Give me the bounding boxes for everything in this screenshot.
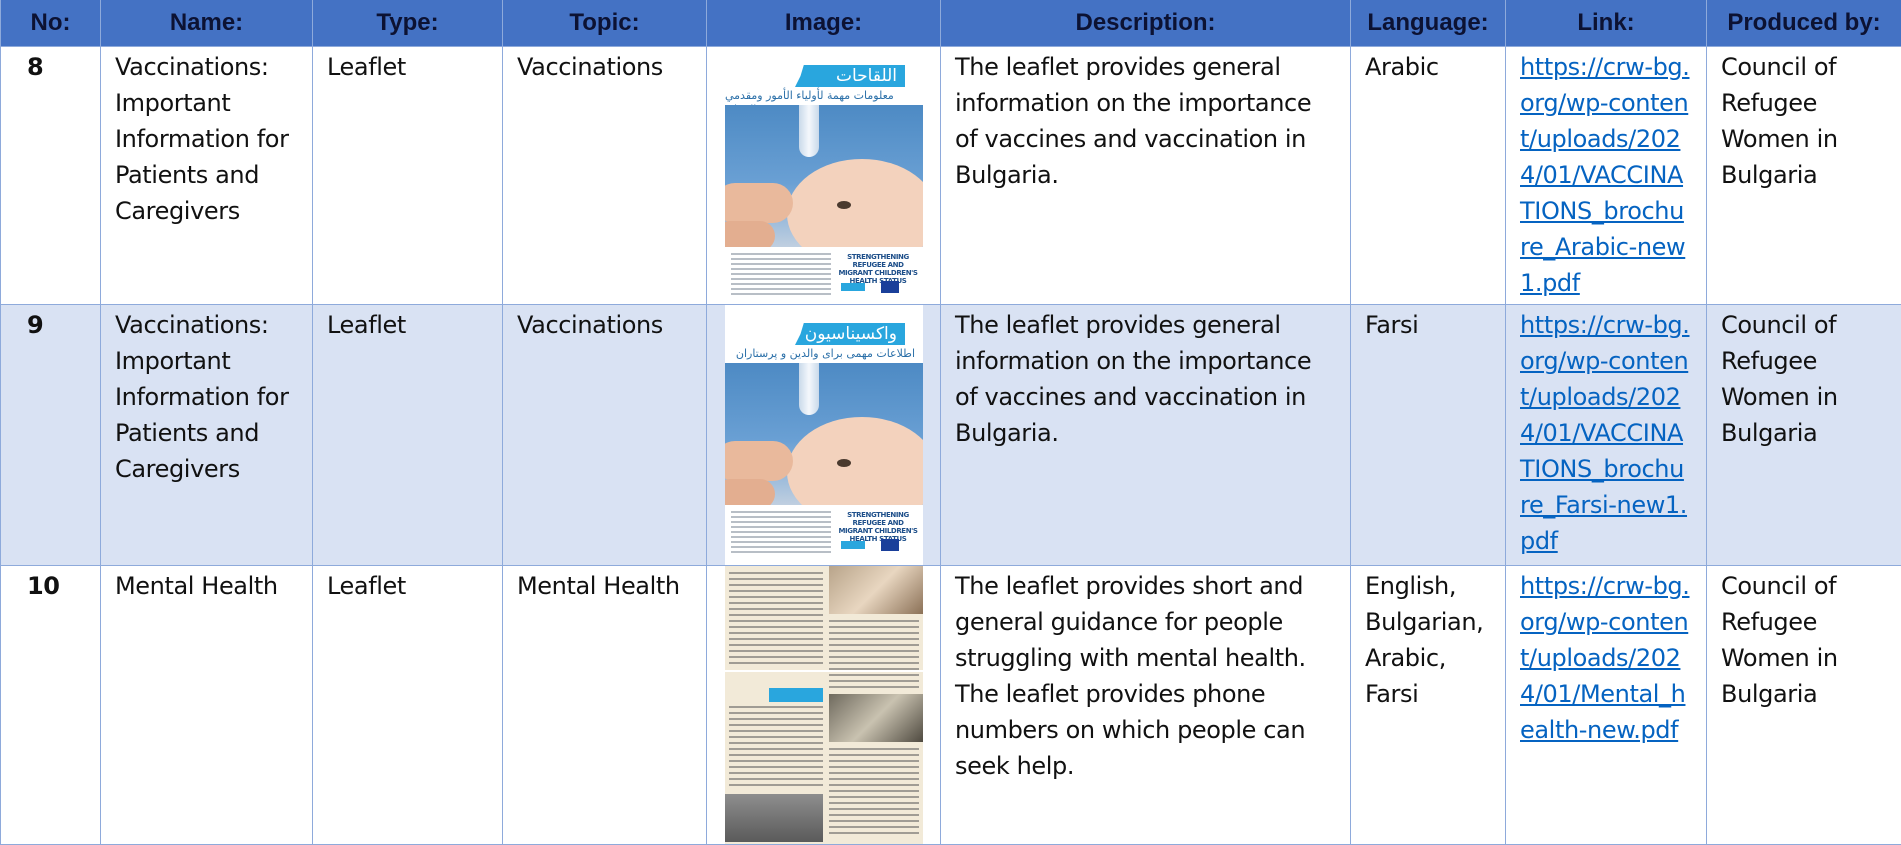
leaflet-subtitle: اطلاعات مهمی برای والدین و پرستاران: [736, 347, 915, 361]
woman-photo: [829, 566, 923, 614]
row-name: Vaccinations: Important Information for …: [101, 47, 313, 305]
leaflet-banner: واکسیناسیون ها: [795, 323, 905, 345]
header-produced-by: Produced by:: [1707, 0, 1901, 47]
row-link[interactable]: https://crw-bg.org/wp-content/uploads/20…: [1520, 53, 1689, 297]
row-description: The leaflet provides short and general g…: [941, 566, 1351, 845]
leaflet-text-block: [729, 706, 823, 790]
eu-flag-icon: [881, 281, 899, 293]
dropper-graphic: [799, 105, 819, 157]
row-link-cell: https://crw-bg.org/wp-content/uploads/20…: [1506, 305, 1707, 566]
row-type: Leaflet: [313, 47, 503, 305]
header-description: Description:: [941, 0, 1351, 47]
row-image-cell: واکسیناسیون ها اطلاعات مهمی برای والدین …: [707, 305, 941, 566]
row-language: English, Bulgarian, Arabic, Farsi: [1351, 566, 1506, 845]
row-type: Leaflet: [313, 566, 503, 845]
leaflet-banner: [769, 688, 823, 702]
header-topic: Topic:: [503, 0, 707, 47]
row-description: The leaflet provides general information…: [941, 47, 1351, 305]
leaflet-text-block: [829, 748, 919, 838]
row-link[interactable]: https://crw-bg.org/wp-content/uploads/20…: [1520, 311, 1689, 555]
row-language: Arabic: [1351, 47, 1506, 305]
leaflet-thumbnail-arabic: اللقاحات معلومات مهمة لأولياء الأمور ومق…: [725, 47, 923, 304]
row-link-cell: https://crw-bg.org/wp-content/uploads/20…: [1506, 566, 1707, 845]
leaflet-divider: [725, 670, 923, 672]
row-number: 9: [1, 305, 101, 566]
header-language: Language:: [1351, 0, 1506, 47]
group-photo: [829, 694, 923, 742]
hand-graphic: [725, 441, 793, 481]
baby-vaccine-photo: [725, 105, 923, 247]
leaflet-thumbnail-farsi: واکسیناسیون ها اطلاعات مهمی برای والدین …: [725, 305, 923, 565]
partner-logos: [839, 539, 917, 553]
row-description: The leaflet provides general information…: [941, 305, 1351, 566]
unicef-logo-icon: [841, 541, 865, 549]
row-link-cell: https://crw-bg.org/wp-content/uploads/20…: [1506, 47, 1707, 305]
baby-eye-graphic: [837, 201, 851, 209]
leaflet-thumbnail-mental-health: [725, 566, 923, 844]
leaflet-text-block: [731, 253, 831, 297]
row-topic: Vaccinations: [503, 305, 707, 566]
row-producer: Council of Refugee Women in Bulgaria: [1707, 305, 1901, 566]
hand-graphic: [725, 183, 793, 223]
row-topic: Mental Health: [503, 566, 707, 845]
baby-face-graphic: [787, 417, 923, 505]
row-name: Vaccinations: Important Information for …: [101, 305, 313, 566]
header-image: Image:: [707, 0, 941, 47]
header-name: Name:: [101, 0, 313, 47]
table-row: 9 Vaccinations: Important Information fo…: [1, 305, 1901, 566]
hand-graphic: [725, 221, 775, 247]
dropper-graphic: [799, 363, 819, 415]
header-no: No:: [1, 0, 101, 47]
row-image-cell: اللقاحات معلومات مهمة لأولياء الأمور ومق…: [707, 47, 941, 305]
row-language: Farsi: [1351, 305, 1506, 566]
hand-graphic: [725, 479, 775, 505]
header-type: Type:: [313, 0, 503, 47]
row-type: Leaflet: [313, 305, 503, 566]
leaflet-text-block: [729, 572, 823, 668]
leaflet-text-block: [731, 511, 831, 555]
row-name: Mental Health: [101, 566, 313, 845]
baby-vaccine-photo: [725, 363, 923, 505]
baby-face-graphic: [787, 159, 923, 247]
unicef-logo-icon: [841, 283, 865, 291]
partner-logos: [839, 281, 917, 295]
header-link: Link:: [1506, 0, 1707, 47]
leaflet-text-block: [829, 620, 919, 690]
row-producer: Council of Refugee Women in Bulgaria: [1707, 47, 1901, 305]
wall-photo: [725, 794, 823, 842]
baby-eye-graphic: [837, 459, 851, 467]
eu-flag-icon: [881, 539, 899, 551]
leaflet-banner: اللقاحات: [795, 65, 905, 87]
row-topic: Vaccinations: [503, 47, 707, 305]
row-producer: Council of Refugee Women in Bulgaria: [1707, 566, 1901, 845]
row-image-cell: [707, 566, 941, 845]
table-row: 10 Mental Health Leaflet Mental Health T…: [1, 566, 1901, 845]
row-number: 10: [1, 566, 101, 845]
row-number: 8: [1, 47, 101, 305]
table-row: 8 Vaccinations: Important Information fo…: [1, 47, 1901, 305]
row-link[interactable]: https://crw-bg.org/wp-content/uploads/20…: [1520, 572, 1689, 744]
header-row: No: Name: Type: Topic: Image: Descriptio…: [1, 0, 1901, 47]
